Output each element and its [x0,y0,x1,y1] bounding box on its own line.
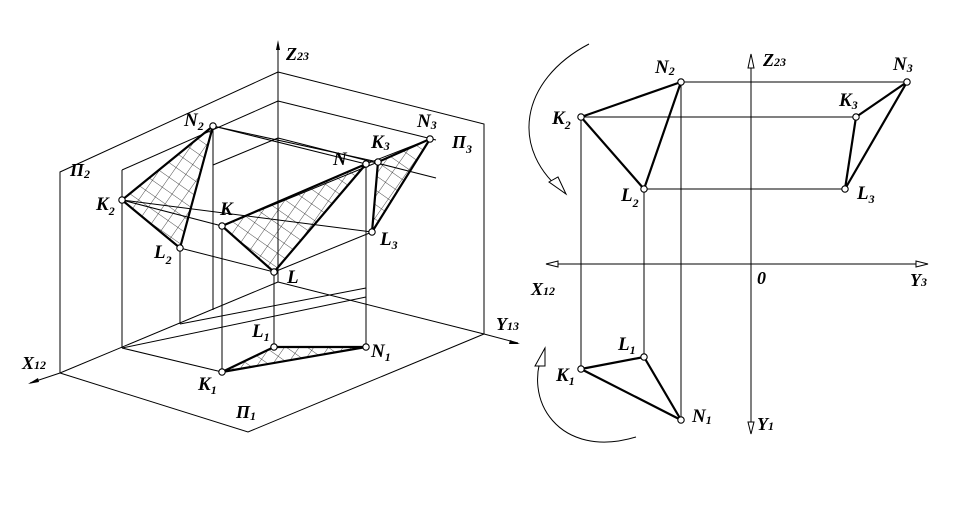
points [118,122,434,376]
axis-x-label: X12 [530,279,555,299]
arrow-icon [915,260,929,268]
origin-label: 0 [757,268,766,288]
axes [28,40,520,384]
label-n1: N1 [370,341,391,364]
label-l3: L3 [379,229,398,252]
axis-z-label: Z23 [285,44,309,64]
label-n3: N3 [416,111,437,132]
label-l1: L1 [617,334,636,357]
triangles [579,80,909,422]
label-n3: N3 [892,54,913,75]
label-l1: L1 [251,321,270,344]
triangle-w-projection [370,137,432,234]
label-l3: L3 [856,183,875,206]
triangle-v-projection [120,124,215,250]
label-k1: K1 [197,374,217,397]
plane-v-label: Π2 [69,160,90,181]
arrow-icon [747,421,755,435]
arrow-icon [276,40,280,50]
axes [545,53,929,435]
triangle-h-projection [220,345,368,374]
label-k1: K1 [555,365,575,388]
plane-w-label: Π3 [451,132,472,156]
triangle-frontal [579,80,683,191]
label-k: K [219,199,234,220]
axis-y-label: Y13 [496,314,519,334]
orthographic-view: Z23 X12 Y3 Y1 0 N2 K2 L2 N3 K3 L3 L1 K1 … [528,43,929,443]
arrow-icon [747,53,755,69]
arrow-icon [545,260,559,268]
plane-h-label: Π1 [235,402,256,423]
label-l2: L2 [620,185,639,210]
axis-y1-label: Y1 [757,414,774,434]
points [577,78,911,424]
labels: Z23 X12 Y3 Y1 0 N2 K2 L2 N3 K3 L3 L1 K1 … [530,50,927,434]
axis-x-label: X12 [21,353,46,373]
label-n: N [332,149,348,170]
triangle-real [220,162,368,274]
label-k2: K2 [95,194,115,218]
labels: Z23 Y13 X12 Π2 Π3 Π1 N2 K2 L2 K L N K3 N… [21,44,519,423]
rotation-arcs [528,43,637,443]
axis-z-label: Z23 [762,50,786,70]
axis-y3-label: Y3 [910,270,927,290]
label-n2: N2 [654,57,675,78]
label-k3: K3 [370,132,390,153]
arrow-icon [534,346,546,367]
arrow-icon [548,176,568,196]
linkage-lines [580,81,907,420]
label-n2: N2 [183,110,204,133]
label-n1: N1 [691,406,712,427]
label-l2: L2 [153,242,172,267]
arrow-icon [509,340,520,344]
arrow-icon [28,378,39,384]
axonometric-view: Z23 Y13 X12 Π2 Π3 Π1 N2 K2 L2 K L N K3 N… [21,40,520,433]
label-k3: K3 [838,90,858,112]
label-l: L [286,267,299,288]
triangle-horizontal [579,355,683,422]
label-k2: K2 [551,108,571,132]
triangle-profile [843,80,909,191]
